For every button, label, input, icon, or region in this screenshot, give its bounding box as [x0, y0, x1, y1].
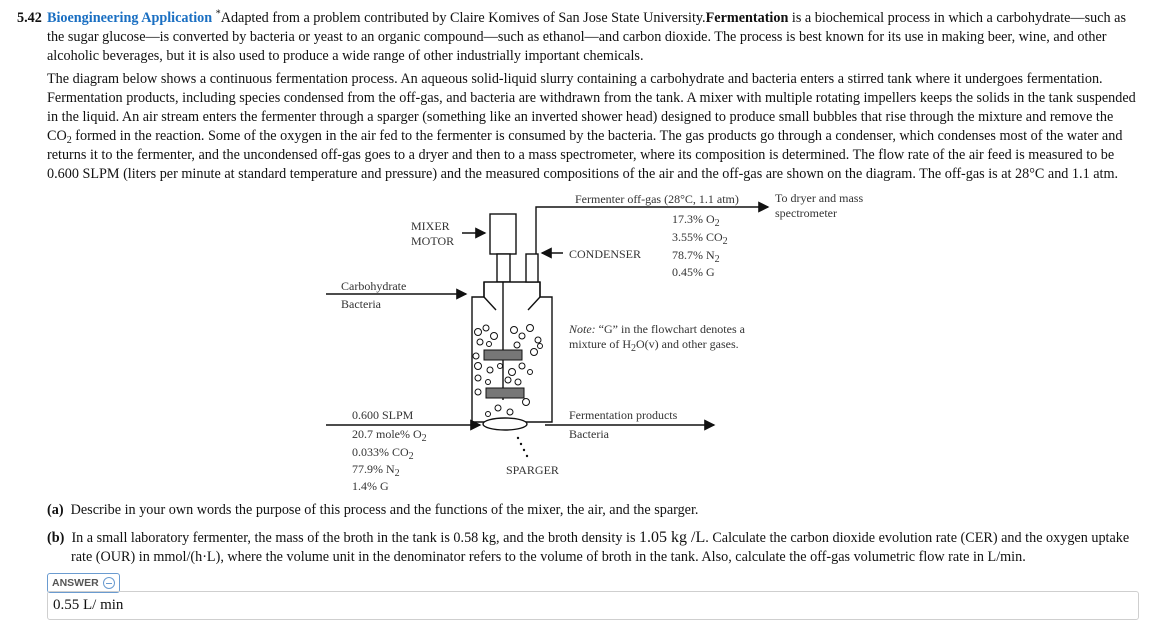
collapse-icon[interactable]: [102, 577, 115, 589]
tank-outline: [471, 281, 553, 423]
impeller-lower: [485, 387, 525, 399]
adapted-marker: *: [215, 8, 221, 20]
air-n2: 77.9% N2: [352, 462, 400, 479]
intro-attribution: Adapted from a problem contributed by Cl…: [220, 10, 706, 26]
sparger-leader: [516, 436, 529, 458]
products-label: Fermentation products: [569, 408, 678, 422]
air-flow: 0.600 SLPM: [352, 408, 414, 422]
offgas-line: [535, 201, 770, 282]
category-label: Bioengineering Application: [47, 10, 213, 26]
note-line1: Note: “G” in the flowchart denotes a: [569, 322, 745, 336]
density-value: 1.05 kg /L: [639, 529, 706, 546]
question-a: (a) Describe in your own words the purpo…: [47, 502, 699, 518]
outlet-pipe: [525, 253, 539, 283]
question-b: (b) In a small laboratory fermenter, the…: [47, 529, 1130, 565]
problem-number: 5.42: [17, 10, 42, 26]
air-g: 1.4% G: [352, 479, 389, 493]
condenser-label: CONDENSER: [569, 247, 642, 261]
intro-term: Fermentation: [705, 10, 789, 26]
air-co2: 0.033% CO2: [352, 445, 414, 462]
motor-label: MOTOR: [411, 234, 455, 248]
motor-box: [489, 213, 517, 255]
sparger-label: SPARGER: [506, 463, 559, 477]
offgas-label: Fermenter off-gas (28°C, 1.1 atm): [575, 192, 739, 206]
sparger-ellipse: [482, 417, 528, 431]
answer-tag-label: ANSWER: [52, 577, 99, 589]
mixer-shaft: [496, 253, 511, 283]
offgas-co2: 3.55% CO2: [672, 230, 728, 247]
air-o2: 20.7 mole% O2: [352, 427, 427, 444]
mixer-label: MIXER: [411, 219, 450, 233]
impeller-upper: [483, 349, 523, 361]
tank-inner-neck: [483, 282, 541, 297]
offgas-g: 0.45% G: [672, 265, 715, 279]
bubbles: [472, 324, 543, 417]
products-bacteria-label: Bacteria: [569, 427, 609, 441]
note-line2: mixture of H2O(v) and other gases.: [569, 337, 739, 354]
intro-rest: is a biochemical process in which a carb…: [47, 10, 1126, 64]
offgas-n2: 78.7% N2: [672, 248, 720, 265]
answer-toggle[interactable]: ANSWER: [47, 573, 120, 593]
process-description: The diagram below shows a continuous fer…: [47, 71, 1136, 182]
answer-field[interactable]: 0.55 L/ min: [47, 591, 1139, 620]
dryer-label-line1: To dryer and mass: [775, 191, 864, 205]
carbohydrate-label: Carbohydrate: [341, 279, 407, 293]
feed-bacteria-label: Bacteria: [341, 297, 381, 311]
dryer-label-line2: spectrometer: [775, 206, 837, 220]
problem-intro: Bioengineering Application *Adapted from…: [47, 9, 1139, 66]
offgas-o2: 17.3% O2: [672, 212, 720, 229]
